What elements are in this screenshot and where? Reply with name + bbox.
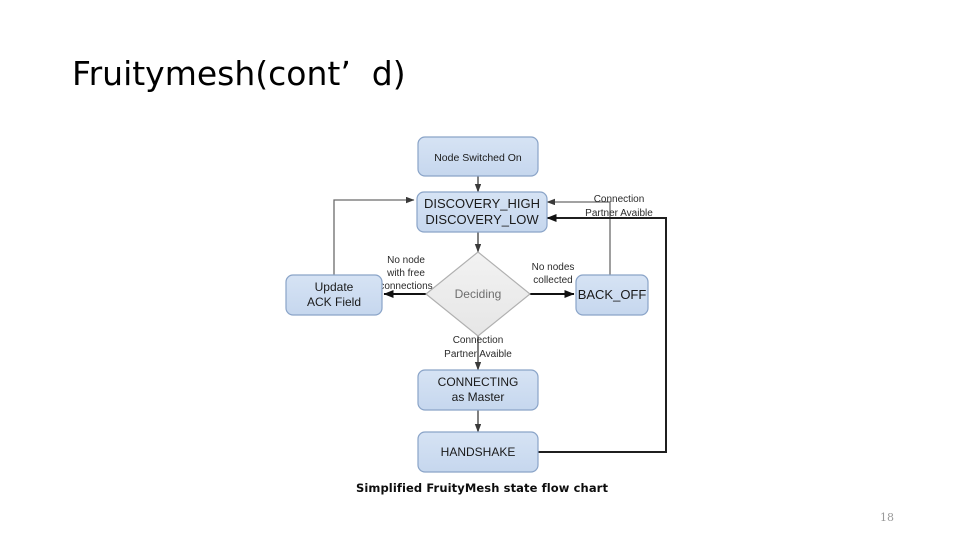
edge-update-ack-to-discovery xyxy=(333,196,415,275)
node-deciding[interactable]: Deciding xyxy=(425,251,531,337)
node-node-switched-on[interactable]: Node Switched On xyxy=(417,136,539,177)
edge-label-no-nodes-collected: No nodes collected xyxy=(532,262,575,286)
edge-label-line-2: Partner Avaible xyxy=(585,208,653,219)
edge-label-line-2: Partner Avaible xyxy=(444,349,512,360)
figure-caption: Simplified FruityMesh state flow chart xyxy=(355,481,609,495)
node-connecting-as-master[interactable]: CONNECTING as Master xyxy=(417,369,539,411)
flowchart-image: No node with free connections No nodes c… xyxy=(262,112,702,504)
node-update-ack-field[interactable]: Update ACK Field xyxy=(285,274,383,316)
edge-handshake-to-discovery xyxy=(534,214,667,453)
edge-label-line-1: Connection xyxy=(594,194,645,205)
node-label-line-1: DISCOVERY_HIGH xyxy=(424,196,540,211)
edge-label-connection-partner-bottom: Connection Partner Avaible xyxy=(444,335,512,360)
node-label: BACK_OFF xyxy=(578,287,647,302)
node-shape[interactable] xyxy=(417,431,539,473)
node-discovery[interactable]: DISCOVERY_HIGH DISCOVERY_LOW xyxy=(416,191,548,233)
node-label: Node Switched On xyxy=(434,152,522,164)
page-number: 18 xyxy=(880,511,894,524)
node-shape[interactable] xyxy=(575,274,649,316)
node-label: HANDSHAKE xyxy=(441,445,516,459)
node-handshake[interactable]: HANDSHAKE xyxy=(417,431,539,473)
edge-label-line-2: collected xyxy=(533,275,572,286)
node-label-line-2: ACK Field xyxy=(307,295,361,309)
edge-label-no-node-free: No node with free connections xyxy=(379,255,432,292)
edge-label-line-3: connections xyxy=(379,281,432,292)
edge-label-line-2: with free xyxy=(386,268,425,279)
node-shape[interactable] xyxy=(417,136,539,177)
node-label: Deciding xyxy=(455,287,502,301)
node-shape[interactable] xyxy=(417,369,539,411)
page-title: Fruitymesh(cont’ d) xyxy=(72,54,406,93)
node-label-line-2: as Master xyxy=(452,390,505,404)
node-shape[interactable] xyxy=(416,191,548,233)
node-shape[interactable] xyxy=(425,251,531,337)
edge-label-connection-partner-right: Connection Partner Avaible xyxy=(585,194,653,219)
node-label-line-2: DISCOVERY_LOW xyxy=(425,212,539,227)
edge-label-line-1: No node xyxy=(387,255,425,266)
flowchart-svg: No node with free connections No nodes c… xyxy=(285,136,667,473)
edge-label-line-1: No nodes xyxy=(532,262,575,273)
node-back-off[interactable]: BACK_OFF xyxy=(575,274,649,316)
edge-label-line-1: Connection xyxy=(453,335,504,346)
edge-back-off-to-discovery xyxy=(546,198,611,275)
node-label-line-1: CONNECTING xyxy=(438,375,519,389)
node-label-line-1: Update xyxy=(315,280,354,294)
node-shape[interactable] xyxy=(285,274,383,316)
